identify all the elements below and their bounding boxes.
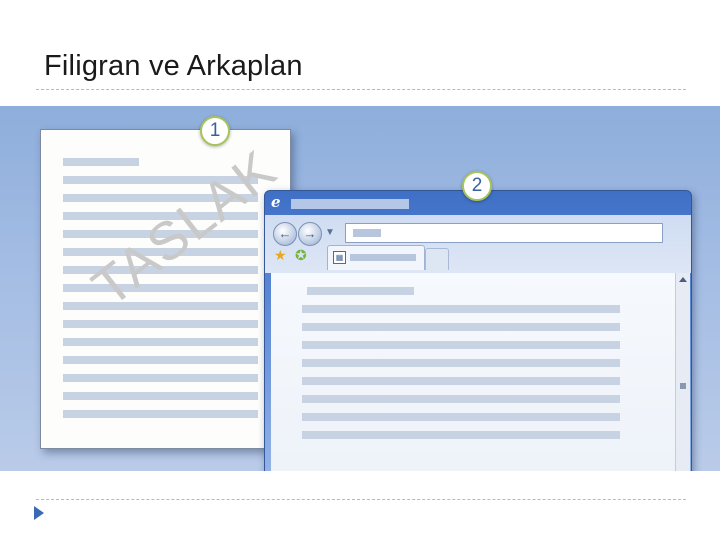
browser-toolbar: ← → ▼ ★ ✪ ▦	[265, 215, 691, 273]
doc-text-line	[63, 284, 258, 292]
back-arrow-icon[interactable]: ←	[273, 222, 297, 246]
scroll-up-icon[interactable]	[679, 277, 687, 282]
page-icon: ▦	[333, 251, 346, 264]
content-text-line	[302, 413, 620, 421]
content-text-line	[302, 431, 620, 439]
favorites-star-icon[interactable]: ★	[274, 247, 287, 263]
doc-text-line	[63, 302, 258, 310]
new-tab-button[interactable]	[425, 248, 449, 270]
doc-text-line	[63, 194, 258, 202]
content-text-line	[302, 359, 620, 367]
content-text-line	[302, 341, 620, 349]
title-divider	[36, 89, 686, 90]
doc-text-line	[63, 176, 258, 184]
illustration-panel: TASLAK 1 e ← → ▼ ★ ✪ ▦	[0, 106, 720, 471]
ie-logo-icon: e	[271, 193, 281, 211]
doc-text-line	[63, 410, 258, 418]
footer-divider	[36, 499, 686, 500]
doc-text-line	[63, 356, 258, 364]
bullet-arrow-icon	[34, 506, 44, 520]
browser-tab[interactable]: ▦	[327, 245, 425, 270]
page-content	[271, 273, 675, 471]
chevron-down-icon[interactable]: ▼	[325, 227, 335, 238]
doc-text-line	[63, 392, 258, 400]
doc-text-line	[63, 338, 258, 346]
doc-text-line	[63, 374, 258, 382]
doc-text-line	[63, 320, 258, 328]
document-page: TASLAK	[40, 129, 291, 449]
forward-arrow-icon[interactable]: →	[298, 222, 322, 246]
callout-badge-1: 1	[200, 116, 230, 146]
content-text-line	[302, 305, 620, 313]
window-title-placeholder	[291, 199, 409, 209]
doc-heading-line	[63, 158, 139, 166]
callout-badge-2: 2	[462, 171, 492, 201]
content-heading-line	[307, 287, 414, 295]
doc-text-line	[63, 266, 258, 274]
doc-text-line	[63, 248, 258, 256]
content-text-line	[302, 323, 620, 331]
content-text-line	[302, 395, 620, 403]
doc-text-line	[63, 212, 258, 220]
doc-text-line	[63, 230, 258, 238]
add-favorites-icon[interactable]: ✪	[295, 247, 307, 263]
slide-title: Filigran ve Arkaplan	[44, 50, 303, 82]
vertical-scrollbar[interactable]	[675, 273, 690, 471]
address-placeholder	[353, 229, 381, 237]
address-bar[interactable]	[345, 223, 663, 243]
browser-window: e ← → ▼ ★ ✪ ▦	[264, 190, 692, 471]
scroll-thumb[interactable]	[680, 383, 686, 389]
tab-title-placeholder	[350, 254, 416, 261]
content-text-line	[302, 377, 620, 385]
